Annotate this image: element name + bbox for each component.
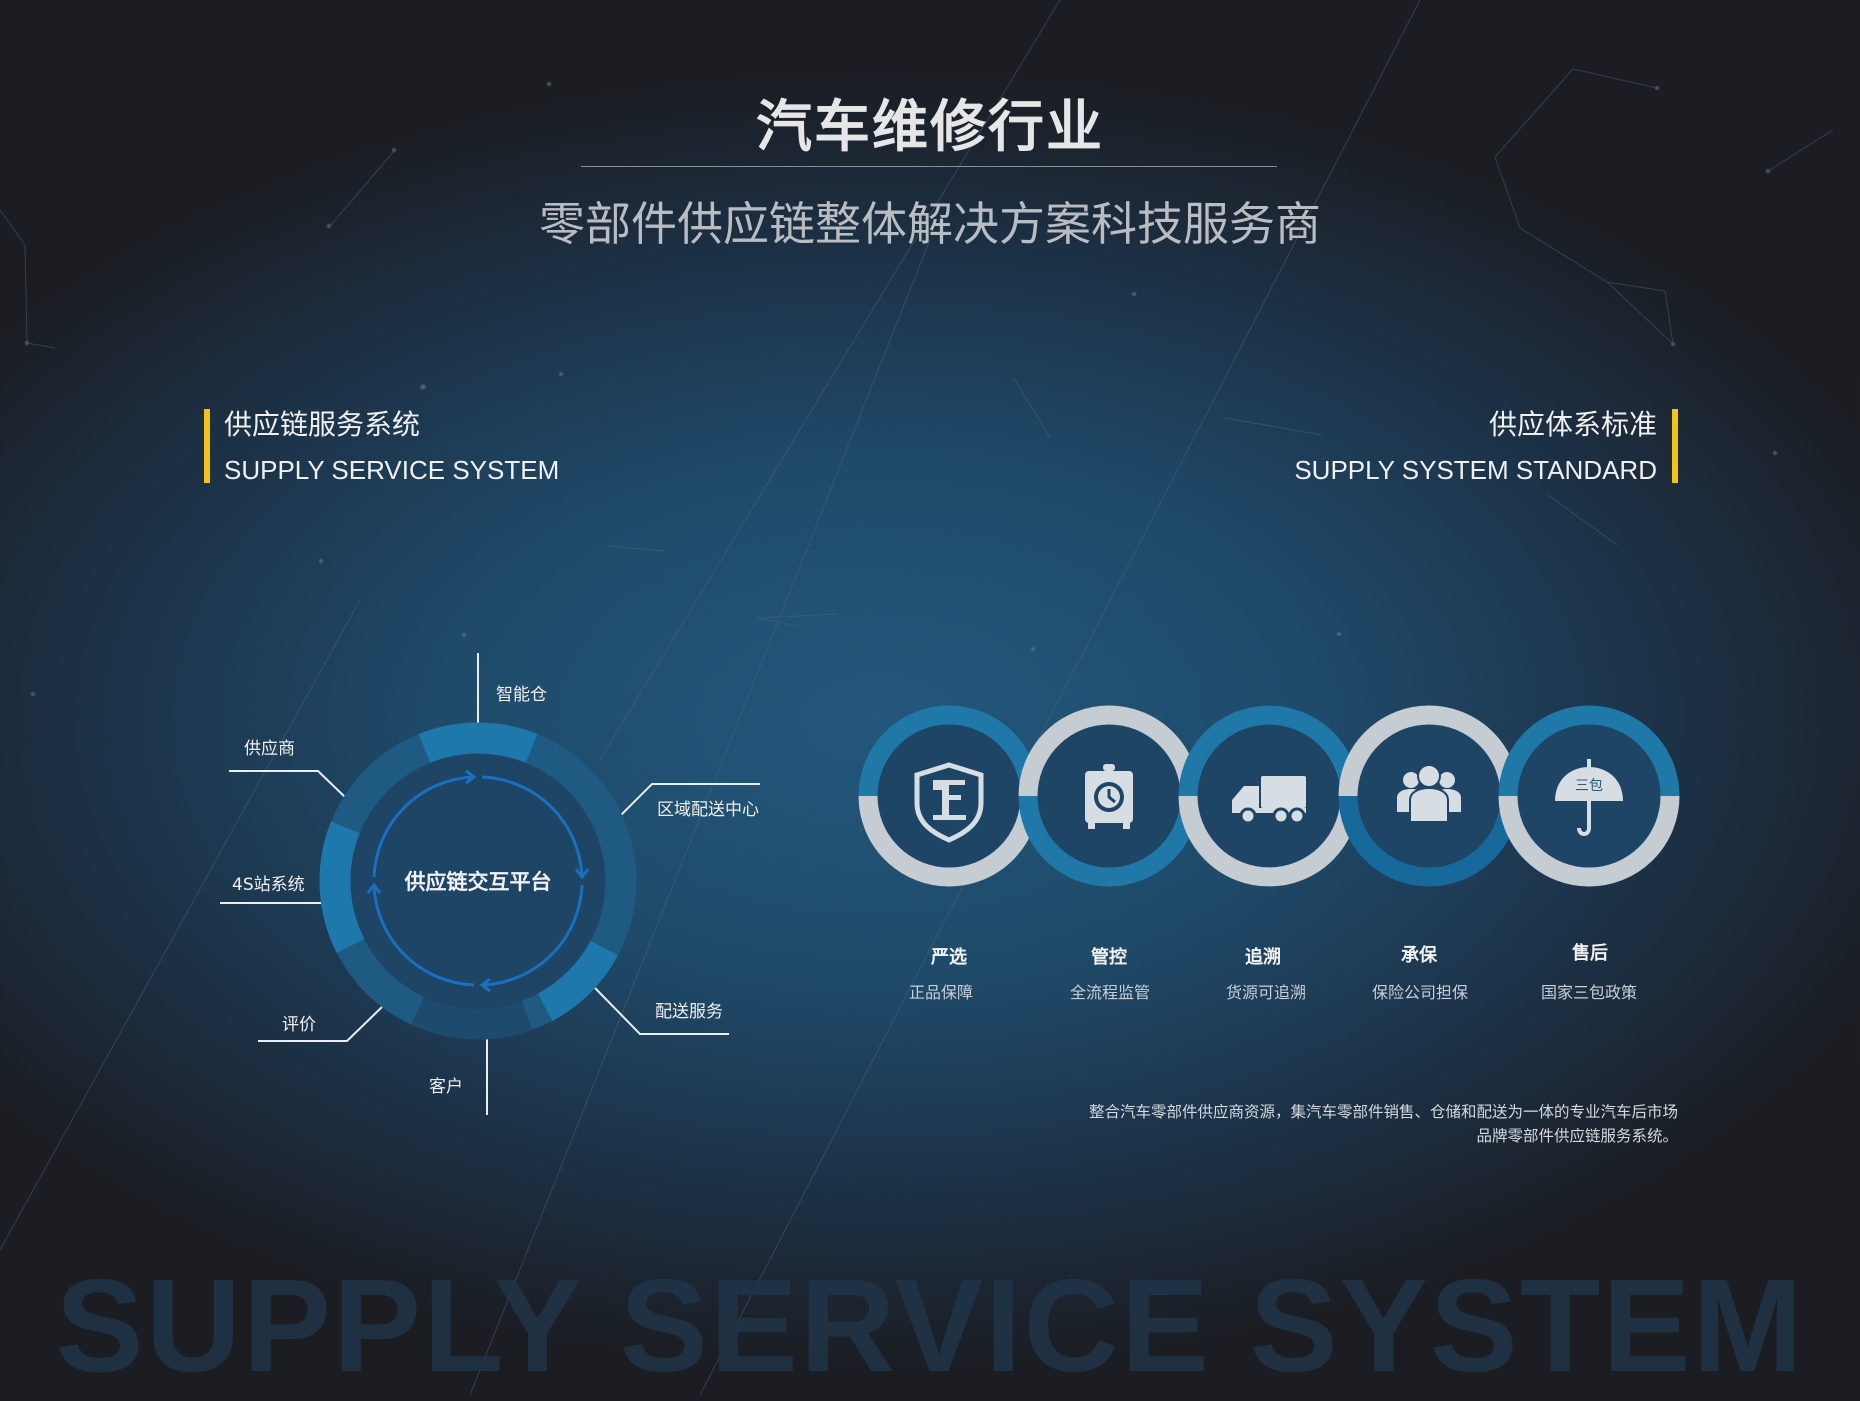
outer-ring [319, 722, 637, 1040]
standard-ring-bottom [1018, 795, 1200, 887]
connector-line [229, 770, 346, 798]
standard-title-insure: 承保 [1401, 945, 1437, 966]
description-line: 品牌零部件供应链服务系统。 [1476, 1127, 1678, 1145]
standard-ring-bottom [858, 795, 1040, 887]
right-section-accent-bar [1672, 409, 1678, 483]
cycle-arrows [366, 769, 590, 993]
standard-ring-bottom [1498, 795, 1680, 887]
connector-line [594, 987, 729, 1035]
watermark-text: SUPPLY SERVICE SYSTEM [55, 1252, 1805, 1399]
standard-ring-bottom [1338, 795, 1520, 887]
left-section-title-en: SUPPLY SERVICE SYSTEM [224, 455, 560, 485]
ring-segment [319, 821, 365, 953]
standard-ring-top [1178, 705, 1360, 797]
umbrella-icon-text: 三包 [1575, 778, 1603, 794]
node-label-regional-center: 区域配送中心 [657, 800, 759, 820]
node-label-customer: 客户 [429, 1077, 463, 1097]
standard-title-aftersale: 售后 [1572, 943, 1608, 964]
people-icon [1397, 764, 1461, 823]
standard-ring-top [1018, 705, 1200, 797]
standard-title-control: 管控 [1091, 947, 1127, 968]
description-line: 整合汽车零部件供应商资源，集汽车零部件销售、仓储和配送为一体的专业汽车后市场 [1088, 1103, 1678, 1121]
right-section-title-en: SUPPLY SYSTEM STANDARD [1294, 455, 1657, 485]
truck-icon [1232, 776, 1306, 825]
standard-sub-trace: 货源可追溯 [1225, 983, 1306, 1002]
standard-sub-aftersale: 国家三包政策 [1540, 983, 1637, 1002]
umbrella-icon [1555, 759, 1623, 836]
ring-segment [537, 940, 618, 1021]
left-section-accent-bar [204, 409, 210, 483]
standard-sub-control: 全流程监管 [1069, 983, 1150, 1002]
ring-segment [411, 996, 533, 1040]
left-section-title-cn: 供应链服务系统 [224, 408, 421, 441]
right-section-title-cn: 供应体系标准 [1488, 408, 1657, 441]
standard-ring-top [858, 705, 1040, 797]
node-label-delivery: 配送服务 [655, 1002, 723, 1022]
page-subtitle: 零部件供应链整体解决方案科技服务商 [539, 197, 1321, 251]
standard-sub-strict: 正品保障 [908, 983, 973, 1002]
standard-title-trace: 追溯 [1245, 947, 1281, 968]
safe-clock-icon [1085, 764, 1133, 829]
standard-ring-top [1498, 705, 1680, 797]
diagram-center-label: 供应链交互平台 [404, 870, 552, 894]
title-divider [581, 166, 1277, 167]
ring-segment [418, 722, 538, 763]
standard-sub-insure: 保险公司担保 [1371, 983, 1468, 1002]
connector-line [620, 783, 760, 816]
inner-disk [351, 754, 605, 1008]
node-label-review: 评价 [282, 1015, 316, 1035]
node-label-4s-system: 4S站系统 [232, 875, 305, 895]
node-label-supplier: 供应商 [244, 739, 295, 759]
page-title: 汽车维修行业 [756, 95, 1104, 160]
standard-title-strict: 严选 [931, 947, 967, 968]
connector-line [258, 1006, 383, 1042]
node-label-smart-warehouse: 智能仓 [496, 685, 547, 705]
description-text: 整合汽车零部件供应商资源，集汽车零部件销售、仓储和配送为一体的专业汽车后市场 品… [1089, 1100, 1678, 1148]
standard-ring-bottom [1178, 795, 1360, 887]
standard-ring-top [1338, 705, 1520, 797]
shield-zheng-icon [914, 762, 984, 843]
